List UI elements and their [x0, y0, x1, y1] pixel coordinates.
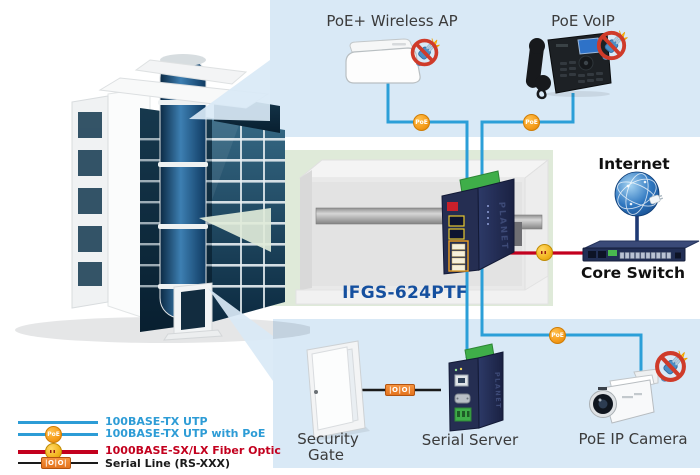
voip-phone-device	[525, 32, 612, 100]
label-serial-server: Serial Server	[421, 431, 519, 449]
internet-globe-icon	[614, 171, 664, 217]
legend-serial-badge: |O|O|	[41, 457, 72, 469]
serial-badge: |O|O|	[385, 384, 416, 396]
poe-badge-camera: PoE	[549, 327, 566, 344]
legend-label-serial: Serial Line (RS-XXX)	[105, 457, 231, 470]
label-internet: Internet	[598, 155, 670, 173]
ip-camera-device	[589, 368, 659, 424]
phone-cord	[536, 88, 547, 100]
phone-screen	[577, 37, 601, 55]
phone-keys	[560, 61, 603, 83]
building-entrance	[163, 282, 223, 341]
label-product: IFGS-624PTF	[342, 283, 468, 303]
no-power-plug-icon-ap	[410, 36, 441, 67]
label-core-switch: Core Switch	[580, 264, 686, 282]
poe-badge-ap: PoE	[413, 114, 430, 131]
rj45-ports	[448, 240, 469, 272]
legend-label-fiber: 1000BASE-SX/LX Fiber Optic	[105, 444, 281, 457]
no-power-plug-icon-camera	[657, 351, 687, 381]
switch-brand-text: PLANET	[496, 202, 509, 252]
legend-poe-badge: PoE	[45, 426, 62, 443]
label-wireless-ap: PoE+ Wireless AP	[326, 12, 458, 30]
core-switch-device	[582, 240, 700, 262]
legend-line-utp	[18, 420, 98, 424]
phone-handset	[525, 38, 551, 91]
label-voip: PoE VoIP	[551, 12, 615, 30]
wireless-ap-device	[345, 38, 421, 84]
db9-connector	[454, 393, 471, 404]
label-ip-camera: PoE IP Camera	[578, 430, 688, 448]
switch-label	[447, 202, 458, 211]
poe-badge-voip: PoE	[523, 114, 540, 131]
door-handle	[314, 390, 318, 394]
serial-server-brand-text: PLANET	[493, 372, 502, 410]
switch-leds	[487, 205, 489, 225]
industrial-switch: PLANET	[441, 170, 515, 275]
legend-label-utp-poe: 100BASE-TX UTP with PoE	[105, 427, 266, 440]
sfp-slots	[448, 215, 465, 240]
legend-label-utp: 100BASE-TX UTP	[105, 415, 208, 428]
fiber-badge	[536, 244, 553, 261]
globe-plug	[649, 194, 664, 205]
label-security-gate-1: Security	[297, 430, 359, 448]
serial-server-device: PLANET	[448, 343, 504, 432]
top-zone-panel	[270, 0, 700, 137]
security-gate-door	[306, 340, 370, 441]
label-security-gate-2: Gate	[308, 446, 344, 464]
